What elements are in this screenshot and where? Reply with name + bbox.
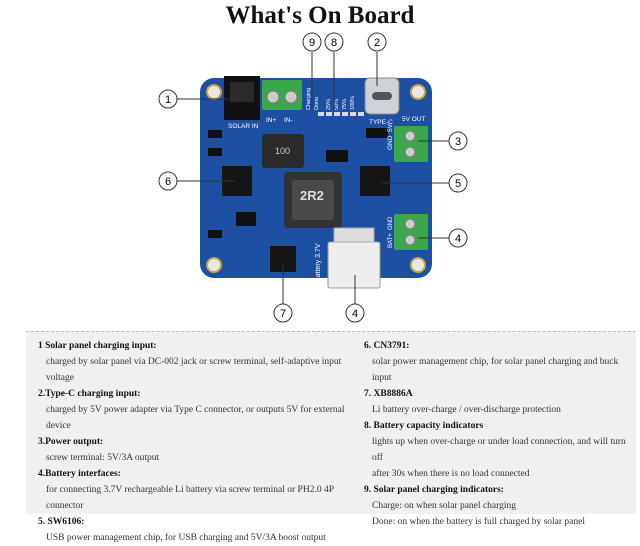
legend-panel: 1 Solar panel charging input: charged by…	[26, 331, 636, 543]
5v-out-terminal	[394, 126, 428, 162]
board-label-bat-plus: BAT+	[388, 233, 394, 248]
legend-desc: lights up when over-charge or under load…	[372, 437, 626, 463]
page-title: What's On Board	[225, 2, 415, 29]
legend-title: 7. XB8886A	[364, 389, 413, 399]
legend-right-column: 6. CN3791: solar power management chip, …	[364, 338, 634, 530]
board-label-in-plus: IN+	[266, 117, 277, 124]
board-label-done: Done	[314, 97, 320, 110]
board-label-solar-in: SOLAR IN	[228, 123, 259, 130]
legend-item-2: 2.Type-C charging input: charged by 5V p…	[38, 386, 368, 434]
board-label-bat-gnd: GND	[388, 216, 394, 230]
mounting-hole	[206, 257, 222, 273]
legend-desc: solar power management chip, for solar p…	[372, 357, 619, 383]
legend-desc: Charge: on when solar panel charging	[372, 501, 516, 511]
legend-title: 2.Type-C charging input:	[38, 389, 141, 399]
callout-6: 6	[165, 176, 171, 188]
board-label-100: 100%	[350, 96, 356, 110]
legend-title: 1 Solar panel charging input:	[38, 341, 157, 351]
small-inductor	[262, 134, 304, 168]
board-label-inductor-small: 100	[275, 146, 290, 156]
legend-item-7: 7. XB8886A Li battery over-charge / over…	[364, 386, 634, 418]
callout-9: 9	[309, 37, 315, 49]
callout-1: 1	[165, 94, 171, 106]
board-label-charging: Charging	[306, 88, 312, 110]
board-diagram: SOLAR IN IN+ IN- TYPE-C 5V OUT 2R2 100 G…	[158, 32, 468, 323]
board-label-gnd: GND	[387, 135, 394, 150]
legend-item-5: 5. SW6106: USB power management chip, fo…	[38, 514, 368, 546]
legend-item-1: 1 Solar panel charging input: charged by…	[38, 338, 368, 386]
board-label-in-minus: IN-	[284, 117, 293, 124]
legend-title: 6. CN3791:	[364, 341, 410, 351]
mounting-hole	[206, 84, 222, 100]
legend-desc: Li battery over-charge / over-discharge …	[372, 405, 561, 415]
callout-4a: 4	[455, 233, 461, 245]
legend-item-8: 8. Battery capacity indicators lights up…	[364, 418, 634, 482]
legend-title: 5. SW6106:	[38, 517, 85, 527]
callout-3: 3	[455, 136, 461, 148]
legend-title: 4.Battery interfaces:	[38, 469, 121, 479]
callout-4b: 4	[352, 308, 358, 320]
legend-title: 9. Solar panel charging indicators:	[364, 485, 504, 495]
legend-desc: after 30s when there is no load connecte…	[372, 469, 530, 479]
legend-desc: screw terminal: 5V/3A output	[46, 453, 160, 463]
mounting-hole	[410, 84, 426, 100]
callout-8: 8	[331, 37, 337, 49]
callout-7: 7	[280, 308, 286, 320]
callout-2: 2	[374, 37, 380, 49]
board-label-25: 25%	[326, 99, 332, 110]
legend-title: 8. Battery capacity indicators	[364, 421, 484, 431]
legend-desc: USB power management chip, for USB charg…	[46, 533, 326, 543]
legend-desc: for connecting 3.7V rechargeable Li batt…	[46, 485, 334, 511]
legend-item-6: 6. CN3791: solar power management chip, …	[364, 338, 634, 386]
board-label-50: 50%	[334, 99, 340, 110]
ph2-connector	[327, 241, 381, 289]
legend-left-column: 1 Solar panel charging input: charged by…	[38, 338, 368, 546]
board-label-5v-out: 5V OUT	[402, 116, 426, 123]
board-label-75: 75%	[342, 99, 348, 110]
legend-desc: charged by solar panel via DC-002 jack o…	[46, 357, 342, 383]
legend-desc: charged by 5V power adapter via Type C c…	[46, 405, 345, 431]
board-label-5v: 5V	[387, 123, 394, 132]
board-label-type-c: TYPE-C	[369, 119, 393, 126]
legend-item-9: 9. Solar panel charging indicators: Char…	[364, 482, 634, 530]
battery-screw-terminal	[394, 214, 428, 250]
board-label-battery: Battery 3.7V	[315, 243, 322, 282]
legend-title: 3.Power output:	[38, 437, 104, 447]
mounting-hole	[410, 257, 426, 273]
callout-5: 5	[455, 178, 461, 190]
legend-desc: Done: on when the battery is full charge…	[372, 517, 585, 527]
legend-item-3: 3.Power output: screw terminal: 5V/3A ou…	[38, 434, 368, 466]
board-label-inductor: 2R2	[300, 188, 324, 203]
legend-item-4: 4.Battery interfaces: for connecting 3.7…	[38, 466, 368, 514]
sw6106-chip	[360, 166, 390, 196]
